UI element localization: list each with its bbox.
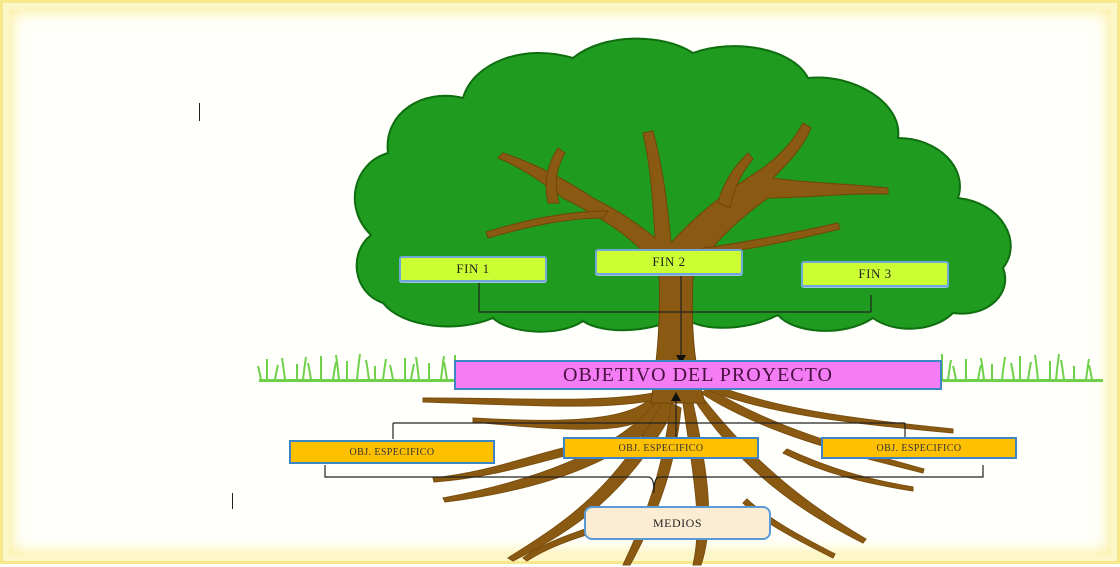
fin-2-box: FIN 2 (595, 249, 743, 275)
grass-blade (332, 361, 337, 381)
grass-blade (1027, 361, 1032, 381)
grass-blade (1088, 364, 1093, 381)
grass-blade (440, 355, 445, 381)
grass-blade (365, 359, 370, 381)
grass-blade (443, 361, 448, 381)
arrow-up-icon (671, 392, 681, 401)
grass-blade (410, 363, 415, 381)
grass-blade (952, 365, 957, 381)
grass-blade (382, 358, 387, 381)
objetivo-especifico-3-box: OBJ. ESPECIFICO (821, 437, 1017, 459)
objetivo-especifico-2-box: OBJ. ESPECIFICO (563, 437, 759, 459)
grass-blade (1034, 354, 1039, 381)
objetivo-especifico-1-box: OBJ. ESPECIFICO (289, 440, 495, 464)
grass-blade (977, 364, 982, 381)
grass-blade (302, 356, 307, 381)
grass-blade (356, 353, 361, 381)
objetivo-proyecto-box: OBJETIVO DEL PROYECTO (454, 360, 942, 390)
grass-blade (257, 365, 262, 381)
grass-blade (274, 364, 279, 381)
grass-blade (307, 362, 312, 381)
medios-box: MEDIOS (584, 506, 771, 540)
cursor-mark (232, 493, 233, 509)
especifico-connector (392, 401, 906, 439)
fin-1-box: FIN 1 (399, 256, 547, 282)
grass-blade (1010, 362, 1015, 381)
grass-blade (415, 356, 420, 381)
grass-blade (1001, 356, 1006, 381)
grass-blade (980, 357, 985, 381)
grass-blade (335, 354, 340, 381)
grass-blade (947, 359, 952, 381)
cursor-mark (199, 103, 200, 121)
tree-illustration (257, 37, 1103, 566)
grass-blade (1085, 358, 1090, 381)
grass-blade (281, 357, 286, 381)
grass-blade (389, 364, 394, 381)
grass-blade (1060, 359, 1065, 381)
grass-blade (1055, 353, 1060, 381)
fin-connector (478, 275, 872, 355)
fin-3-box: FIN 3 (801, 261, 949, 287)
medios-connector (324, 465, 984, 494)
arrow-down-icon (676, 355, 686, 364)
